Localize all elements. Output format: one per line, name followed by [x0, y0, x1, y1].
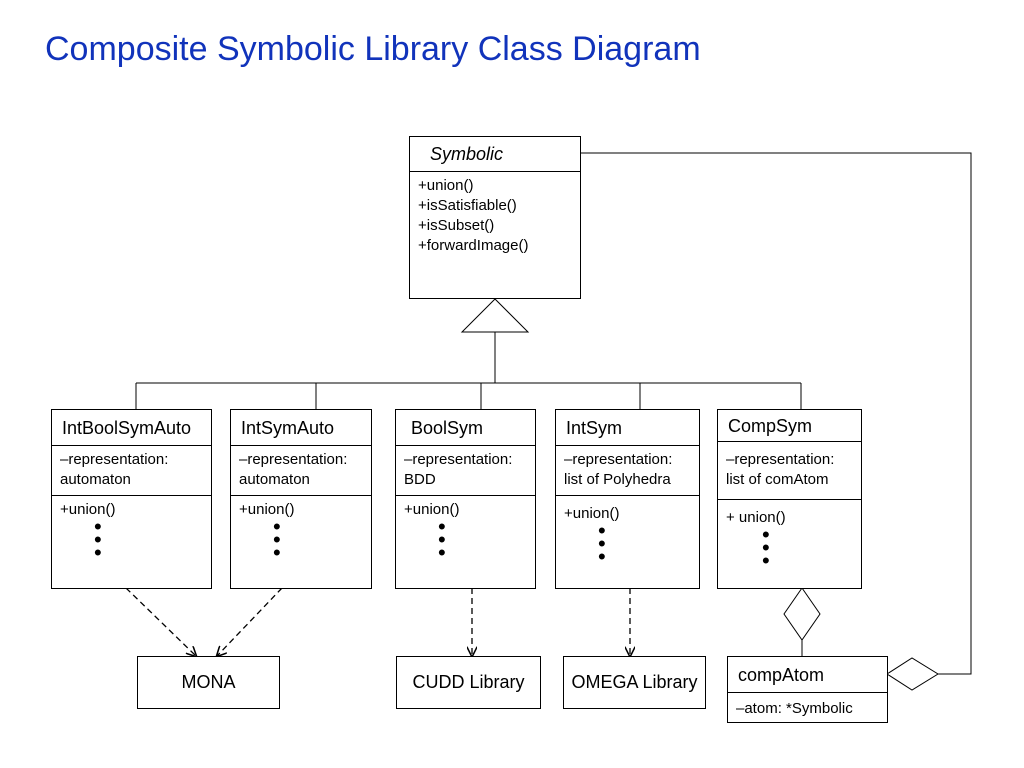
class-name: CompSym [718, 410, 861, 442]
page-title: Composite Symbolic Library Class Diagram [45, 30, 701, 68]
aggregation-diamond-symbolic [886, 657, 939, 691]
ellipsis-dot: • [94, 514, 102, 539]
method-line: +isSubset() [418, 217, 495, 234]
ellipsis-dot: • [762, 548, 770, 572]
compsym-class: CompSym –representation: list of comAtom… [717, 409, 862, 589]
attribute-line: –representation: [404, 451, 513, 468]
class-methods: +union() • • • [231, 496, 371, 563]
method-line: +isSatisfiable() [418, 197, 517, 214]
class-methods: +union() • • • [556, 496, 699, 567]
intboolsymauto-class: IntBoolSymAuto –representation: automato… [51, 409, 212, 589]
cudd-library: CUDD Library [396, 656, 541, 709]
ellipsis-dot: • [762, 535, 770, 560]
attribute-line: list of comAtom [726, 471, 829, 488]
method-line: +union() [60, 501, 116, 518]
attribute-line: –atom: *Symbolic [736, 700, 853, 717]
boolsym-class: BoolSym –representation: BDD +union() • … [395, 409, 536, 589]
attribute-line: –representation: [726, 451, 835, 468]
class-name: IntSymAuto [231, 410, 371, 446]
dependency-arrow-intsymauto-mona [217, 587, 283, 656]
class-name: BoolSym [396, 410, 535, 446]
method-line: +union() [404, 501, 460, 518]
attribute-line: automaton [60, 471, 131, 488]
ellipsis-dot: • [94, 540, 102, 564]
mona-library: MONA [137, 656, 280, 709]
class-attributes: –representation: automaton [52, 446, 211, 496]
inheritance-triangle [460, 298, 530, 333]
method-line: + union() [726, 509, 786, 526]
ellipsis-dot: • [273, 514, 281, 539]
attribute-line: –representation: [60, 451, 169, 468]
symbolic-class-name: Symbolic [410, 137, 580, 172]
compatom-class: compAtom –atom: *Symbolic [727, 656, 888, 723]
ellipsis-dot: • [273, 527, 281, 552]
ellipsis-dot: • [598, 531, 606, 556]
attribute-line: –representation: [239, 451, 348, 468]
class-attributes: –atom: *Symbolic [728, 693, 887, 723]
symbolic-methods: +union() +isSatisfiable() +isSubset() +f… [410, 172, 580, 260]
ellipsis-dot: • [598, 518, 606, 543]
omega-library: OMEGA Library [563, 656, 706, 709]
class-methods: +union() • • • [52, 496, 211, 563]
method-line: +union() [564, 505, 620, 522]
ellipsis-dot: • [273, 540, 281, 564]
method-line: +union() [239, 501, 295, 518]
method-line: +forwardImage() [418, 237, 529, 254]
attribute-line: –representation: [564, 451, 673, 468]
class-name: IntBoolSymAuto [52, 410, 211, 446]
class-name: compAtom [728, 657, 887, 693]
symbolic-class: Symbolic +union() +isSatisfiable() +isSu… [409, 136, 581, 299]
method-line: +union() [418, 177, 474, 194]
ellipsis-dot: • [94, 527, 102, 552]
class-attributes: –representation: list of Polyhedra [556, 446, 699, 496]
ellipsis-dot: • [438, 527, 446, 552]
ellipsis-dot: • [598, 544, 606, 568]
class-attributes: –representation: list of comAtom [718, 442, 861, 500]
class-methods: +union() • • • [396, 496, 535, 563]
aggregation-line-symbolic [580, 152, 972, 675]
intsymauto-class: IntSymAuto –representation: automaton +u… [230, 409, 372, 589]
class-name: IntSym [556, 410, 699, 446]
attribute-line: list of Polyhedra [564, 471, 671, 488]
attribute-line: BDD [404, 471, 436, 488]
dependency-arrow-intboolsymauto-mona [125, 587, 196, 656]
class-attributes: –representation: BDD [396, 446, 535, 496]
ellipsis-dot: • [438, 514, 446, 539]
ellipsis-dot: • [438, 540, 446, 564]
class-methods: + union() • • • [718, 500, 861, 571]
class-attributes: –representation: automaton [231, 446, 371, 496]
aggregation-diamond-compsym [783, 587, 821, 641]
attribute-line: automaton [239, 471, 310, 488]
ellipsis-dot: • [762, 522, 770, 547]
intsym-class: IntSym –representation: list of Polyhedr… [555, 409, 700, 589]
